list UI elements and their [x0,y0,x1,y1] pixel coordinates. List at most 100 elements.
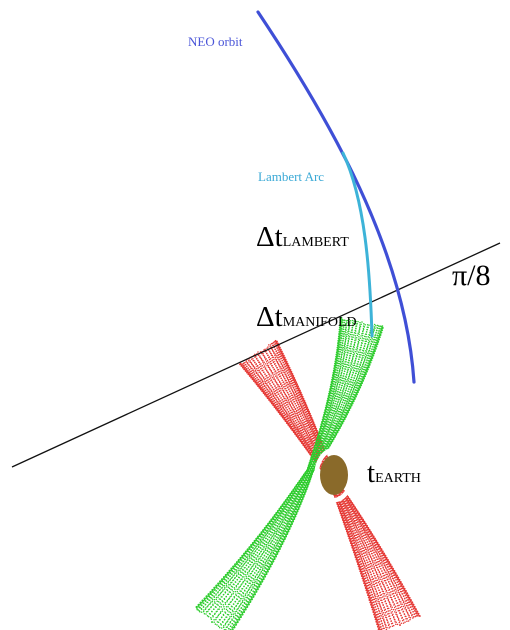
manifold-dot [267,346,269,348]
manifold-dot [381,611,383,613]
manifold-dot [273,402,275,404]
manifold-dot [398,588,401,591]
manifold-dot [343,510,346,512]
manifold-dot [351,528,353,531]
manifold-dot [268,344,270,346]
manifold-dot [288,376,291,379]
manifold-dot [277,409,280,412]
manifold-dot [355,540,357,542]
manifold-dot [358,531,360,533]
manifold-dot [272,400,274,403]
manifold-dot [273,373,275,376]
manifold-dot [289,373,291,375]
manifold-dot [359,368,362,370]
manifold-dot [365,569,368,572]
manifold-dot [256,364,259,367]
manifold-dot [379,550,381,552]
manifold-dot [363,570,366,572]
manifold-dot [372,598,375,601]
manifold-dot [302,426,304,429]
manifold-dot [379,557,381,560]
manifold-dot [299,407,301,410]
manifold-dot [278,385,281,388]
manifold-dot [381,601,383,604]
manifold-dot [280,369,282,371]
manifold-dot [280,408,283,411]
manifold-dot [373,544,375,546]
manifold-dot [392,582,394,585]
manifold-dot [374,587,376,590]
manifold-dot [373,580,376,582]
manifold-dot [295,395,297,397]
manifold-dot [373,552,375,554]
manifold-dot [356,554,359,556]
manifold-dot [369,550,372,553]
manifold-dot [382,581,384,583]
manifold-dot [355,554,358,556]
manifold-dot [308,441,310,443]
manifold-dot [285,399,288,402]
manifold-dot [299,419,301,421]
manifold-dot [313,434,315,437]
manifold-dot [397,617,400,620]
manifold-dot [254,369,257,372]
manifold-dot [375,564,378,567]
manifold-dot [300,433,302,435]
manifold-dot [295,412,297,415]
manifold-dot [373,557,375,560]
manifold-dot [352,520,354,522]
manifold-dot [258,371,260,373]
manifold-dot [357,521,359,523]
manifold-dot [369,589,372,591]
manifold-dot [369,586,371,588]
manifold-dot [371,601,373,604]
manifold-dot [395,621,397,623]
manifold-dot [370,578,372,581]
manifold-dot [378,557,380,559]
manifold-dot [391,593,394,595]
manifold-dot [275,406,277,408]
manifold-dot [364,541,367,544]
manifold-dot [368,575,370,577]
manifold-dot [365,533,367,535]
manifold-dot [388,574,390,577]
manifold-dot [343,514,345,517]
manifold-dot [350,535,353,538]
manifold-dot [267,379,269,381]
manifold-dot [385,573,387,576]
manifold-dot [374,574,376,577]
manifold-dot [296,395,298,398]
manifold-dot [354,337,356,339]
manifold-dot [267,397,270,400]
manifold-dot [378,571,381,574]
manifold-dot [273,377,275,379]
manifold-dot [401,608,403,611]
manifold-dot [242,366,245,369]
manifold-dot [284,399,286,402]
manifold-dot [356,539,359,541]
manifold-dot [366,582,369,584]
manifold-dot [254,377,257,380]
manifold-dot [341,395,343,398]
manifold-dot [276,391,278,394]
stable-manifold-tube [195,317,384,630]
manifold-dot [259,372,262,375]
manifold-dot [369,580,372,582]
manifold-dot [352,515,355,517]
manifold-dot [372,601,375,604]
manifold-dot [284,409,286,412]
manifold-dot [301,429,303,431]
manifold-dot [270,362,273,365]
manifold-dot [311,435,314,437]
manifold-dot [253,366,256,368]
manifold-dot [412,611,414,613]
manifold-dot [386,569,388,572]
manifold-dot [260,363,262,365]
manifold-dot [360,565,362,568]
manifold-dot [382,592,384,595]
manifold-dot [373,598,376,601]
manifold-dot [308,436,310,438]
manifold-dot [291,396,294,399]
manifold-dot [284,385,286,388]
manifold-dot [281,384,283,386]
